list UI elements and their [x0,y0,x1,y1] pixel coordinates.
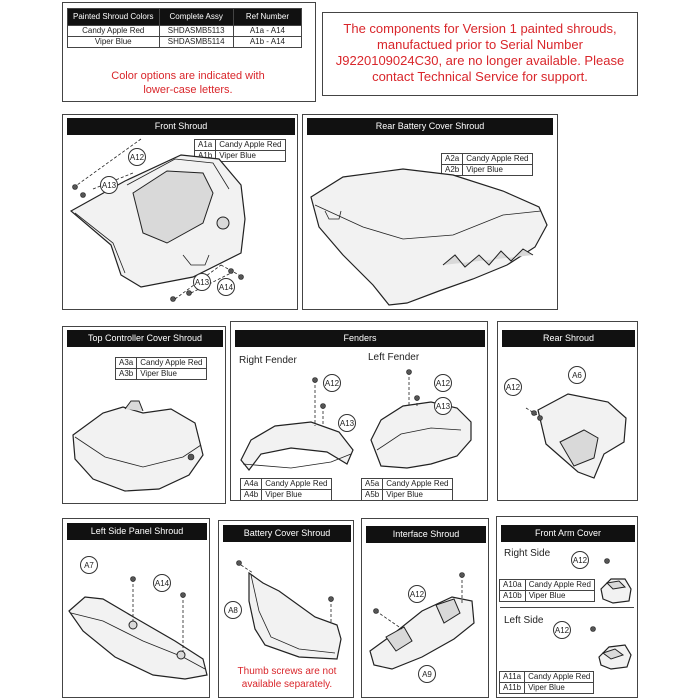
ref-code: A11a [498,671,526,683]
panel-title: Rear Battery Cover Shroud [307,118,553,135]
front-arm-cover-drawing [590,558,632,670]
left-fender-label: Left Fender [368,352,420,363]
color-table: Painted Shroud Colors Complete Assy Ref … [67,8,302,48]
table-cell: SHDASMB5113 [158,25,234,37]
callout-bubble: A13 [100,176,118,194]
thumb-screw-note: Thumb screws are not available separatel… [237,666,337,690]
table-cell: SHDASMB5114 [158,36,234,48]
callout-bubble: A7 [80,556,98,574]
right-fender-body [240,421,354,471]
top-controller-drawing [72,400,204,492]
callout-bubble: A6 [568,366,586,384]
fenders-panel: Fenders Right Fender Left Fender A12 A13… [230,321,488,501]
ref-color: Candy Apple Red [524,671,595,683]
callout-bubble: A14 [153,574,171,592]
callout-bubble: A12 [408,585,426,603]
left-fender-body [370,401,472,469]
panel-title: Top Controller Cover Shroud [67,330,223,347]
rear-shroud-drawing [525,393,627,479]
callout-bubble: A8 [224,601,242,619]
ref-color: Viper Blue [382,489,453,501]
table-cell: Candy Apple Red [67,25,160,37]
ref-color: Viper Blue [524,682,595,694]
ref-color: Viper Blue [524,590,595,602]
battery-cover-drawing [236,560,342,660]
panel-title: Left Side Panel Shroud [67,523,207,540]
top-controller-body [72,406,204,492]
ref-code: A4b [239,489,263,501]
table-row: Viper Blue SHDASMB5114 A1b - A14 [67,36,302,48]
callout-bubble: A12 [553,621,571,639]
right-fender-label: Right Fender [239,355,297,366]
notice-box: The components for Version 1 painted shr… [322,12,638,96]
interface-shroud-panel: Interface Shroud A12 A9 [361,518,489,698]
table-row: Candy Apple Red SHDASMB5113 A1a - A14 [67,25,302,37]
ref-color: Candy Apple Red [524,579,595,591]
panel-title: Front Shroud [67,118,295,135]
col-header: Ref Number [232,8,302,26]
ref-color: Viper Blue [261,489,332,501]
col-header: Complete Assy [158,8,234,26]
callout-bubble: A12 [571,551,589,569]
callout-bubble: A12 [434,374,452,392]
notice-text: The components for Version 1 painted shr… [335,21,625,84]
left-side-panel-drawing [68,576,208,680]
table-cell: Viper Blue [67,36,160,48]
callout-bubble: A12 [128,148,146,166]
front-arm-cover-panel: Front Arm Cover Right Side Left Side A12… [496,516,638,698]
color-note: Color options are indicated with lower-c… [111,70,265,96]
panel-title: Interface Shroud [366,526,486,543]
callout-bubble: A12 [504,378,522,396]
ref-color: Candy Apple Red [261,478,332,490]
callout-bubble: A13 [338,414,356,432]
ref-code: A3b [114,368,138,380]
callout-bubble: A12 [323,374,341,392]
ref-color: Viper Blue [136,368,207,380]
right-side-label: Right Side [504,548,551,559]
ref-code: A10a [499,579,526,591]
panel-title: Front Arm Cover [501,525,635,542]
ref-code: A5b [360,489,384,501]
fenders-drawing [240,369,472,471]
callout-bubble: A14 [217,278,235,296]
panel-title: Fenders [235,330,485,347]
interface-shroud-body [369,596,475,670]
left-side-label: Left Side [504,615,544,626]
interface-shroud-drawing [369,572,475,670]
battery-cover-body [248,571,342,660]
divider [500,607,634,608]
color-table-header: Painted Shroud Colors Complete Assy Ref … [67,8,302,26]
ref-code: A10b [499,590,526,602]
left-side-panel: Left Side Panel Shroud A7 A14 [62,518,210,698]
callout-bubble: A13 [193,273,211,291]
callout-bubble: A9 [418,665,436,683]
rear-shroud-panel: Rear Shroud A12 A6 [497,321,638,501]
ref-code: A5a [360,478,384,490]
battery-cover-panel: Battery Cover Shroud A8 Thumb screws are… [218,520,354,698]
table-cell: A1a - A14 [232,25,302,37]
col-header: Painted Shroud Colors [67,8,160,26]
ref-color: Candy Apple Red [382,478,453,490]
rear-battery-cover-drawing [310,168,548,306]
ref-color: Viper Blue [215,150,286,162]
table-cell: A1b - A14 [232,36,302,48]
panel-title: Rear Shroud [502,330,635,347]
panel-title: Battery Cover Shroud [223,525,351,542]
ref-code: A11b [498,682,526,694]
ref-code: A4a [239,478,263,490]
front-shroud-drawing [69,138,246,302]
left-side-panel-body [68,596,208,680]
color-table-box: Painted Shroud Colors Complete Assy Ref … [62,2,316,102]
callout-bubble: A13 [434,397,452,415]
ref-color: Viper Blue [462,164,533,176]
